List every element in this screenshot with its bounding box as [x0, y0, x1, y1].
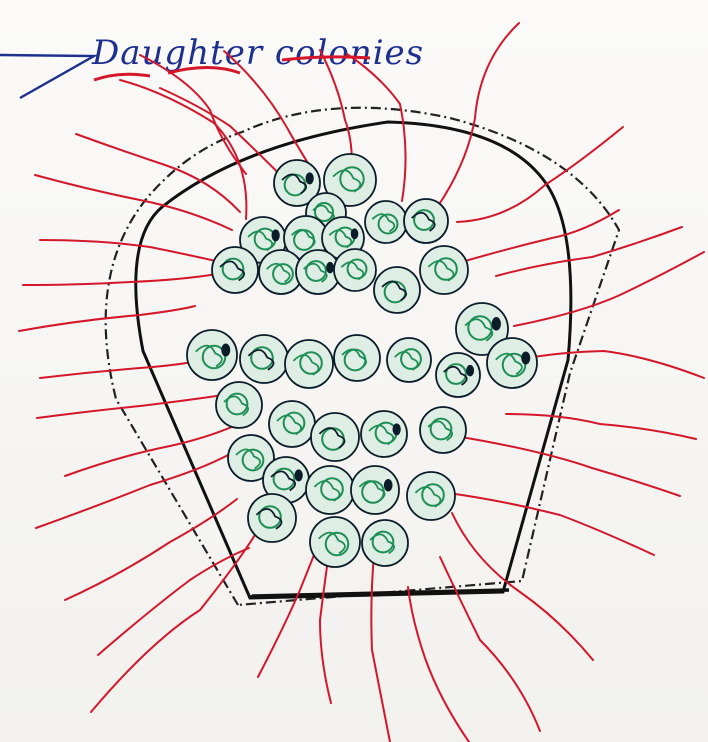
flagellum-16 [452, 513, 593, 660]
flagellum-1 [120, 80, 246, 219]
daughter-colony-35 [362, 520, 408, 566]
flagellum-13 [506, 414, 696, 439]
flagellum-28 [40, 360, 203, 378]
daughter-colony-cells [187, 154, 537, 567]
flagellum-12 [522, 351, 704, 378]
daughter-colonies-label: Daughter colonies [91, 33, 424, 73]
daughter-colony-24 [269, 401, 315, 447]
flagellum-11 [514, 252, 704, 326]
daughter-colony-13 [374, 267, 420, 313]
daughter-colony-20 [387, 338, 431, 382]
daughter-colony-23 [216, 382, 262, 428]
daughter-colony-18 [285, 340, 333, 388]
flagellum-25 [36, 454, 230, 528]
flagellum-23 [98, 548, 249, 655]
daughter-colony-31 [351, 466, 399, 514]
flagellum-7 [438, 23, 519, 206]
flagellum-18 [408, 587, 469, 742]
daughter-colony-19 [334, 335, 380, 381]
flagellum-24 [65, 499, 237, 600]
daughter-colony-33 [248, 494, 296, 542]
daughter-colony-4 [365, 201, 407, 243]
daughter-colony-27 [420, 407, 466, 453]
daughter-colony-12 [334, 249, 376, 291]
flagellum-21 [258, 540, 320, 677]
flagellum-10 [496, 227, 682, 276]
daughter-colony-5 [404, 199, 448, 243]
daughter-colony-17 [240, 335, 288, 383]
daughter-colony-26 [361, 411, 407, 457]
flagella-group [19, 23, 704, 742]
flagellum-32 [35, 175, 232, 230]
daughter-colony-25 [311, 413, 359, 461]
daughter-colony-21 [436, 353, 480, 397]
flagellum-15 [448, 493, 654, 555]
label-group: Daughter colonies [0, 33, 424, 98]
flagellum-20 [320, 545, 331, 703]
flagellum-14 [455, 436, 680, 496]
daughter-colony-22 [487, 338, 537, 388]
daughter-colony-9 [212, 247, 258, 293]
flagellum-19 [371, 555, 390, 742]
daughter-colony-32 [407, 472, 455, 520]
label-arrow [0, 55, 94, 98]
daughter-colony-14 [420, 246, 468, 294]
flagellum-30 [23, 274, 217, 285]
daughter-colony-34 [310, 517, 360, 567]
flagellum-31 [40, 240, 229, 264]
daughter-colony-16 [187, 330, 237, 380]
daughter-colony-30 [306, 466, 354, 514]
flagellum-27 [37, 395, 223, 418]
